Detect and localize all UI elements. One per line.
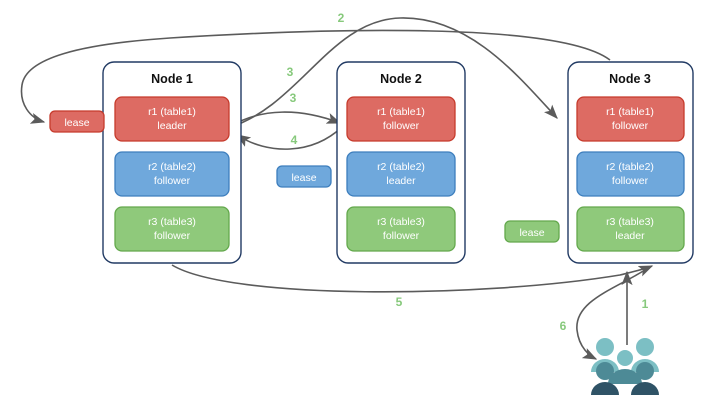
replica-rect[interactable]: [576, 206, 685, 252]
replica-role: follower: [612, 175, 649, 187]
edge-label-6: 6: [560, 319, 567, 333]
edge-6-node3-to-users: [576, 267, 649, 360]
replica-name: r1 (table1): [606, 106, 654, 118]
lease-label: lease: [291, 172, 316, 184]
replica-role: leader: [386, 175, 416, 187]
replica-rect[interactable]: [576, 151, 685, 197]
replica-name: r2 (table2): [377, 161, 425, 173]
edge-3a-node1r1-to-node3r1: [227, 17, 558, 129]
edge-label-4: 4: [291, 133, 298, 147]
replica-name: r1 (table1): [148, 106, 196, 118]
edge-label-2: 2: [338, 11, 345, 25]
replica-rect[interactable]: [346, 151, 456, 197]
lease-badge-red[interactable]: lease: [49, 110, 105, 133]
replica-n2r3[interactable]: r3 (table3) follower: [346, 206, 456, 252]
edge-4-node2r1-to-node1r1: [235, 126, 343, 150]
lease-label: lease: [519, 227, 544, 239]
users-group-icon: [591, 338, 659, 395]
lease-rect[interactable]: [504, 220, 560, 243]
replica-rect[interactable]: [114, 151, 230, 197]
replica-n2r2[interactable]: r2 (table2) leader: [346, 151, 456, 197]
edge-label-1: 1: [642, 297, 649, 311]
replica-role: follower: [154, 230, 191, 242]
edge-5-node1-to-node3: [171, 264, 654, 293]
replica-n2r1[interactable]: r1 (table1) follower: [346, 96, 456, 142]
edge-label-5: 5: [396, 295, 403, 309]
person-front-right: [631, 362, 659, 395]
edge-labels-layer: 2 3 3 4 5 1 6: [287, 11, 649, 333]
replica-name: r3 (table3): [148, 216, 196, 228]
node1-title: Node 1: [151, 72, 193, 86]
replica-n1r3[interactable]: r3 (table3) follower: [114, 206, 230, 252]
node-node2[interactable]: Node 2 r1 (table1) follower r2 (table2) …: [336, 61, 466, 264]
lease-rect[interactable]: [49, 110, 105, 133]
replica-role: follower: [383, 120, 420, 132]
replica-rect[interactable]: [346, 96, 456, 142]
replica-name: r3 (table3): [377, 216, 425, 228]
node-node3[interactable]: Node 3 r1 (table1) follower r2 (table2) …: [567, 61, 694, 264]
lease-rect[interactable]: [276, 165, 332, 188]
edge-2-node3-to-lease-red: [20, 29, 611, 124]
replica-rect[interactable]: [114, 96, 230, 142]
replica-role: follower: [612, 120, 649, 132]
person-center-light: [617, 350, 633, 366]
replica-name: r2 (table2): [148, 161, 196, 173]
replica-rect[interactable]: [114, 206, 230, 252]
replica-name: r1 (table1): [377, 106, 425, 118]
replica-rect[interactable]: [346, 206, 456, 252]
lease-label: lease: [64, 117, 89, 129]
replica-n3r2[interactable]: r2 (table2) follower: [576, 151, 685, 197]
replica-role: leader: [615, 230, 645, 242]
replica-role: follower: [154, 175, 191, 187]
node-node1[interactable]: Node 1 r1 (table1) leader r2 (table2) fo…: [102, 61, 242, 264]
replica-n1r1[interactable]: r1 (table1) leader: [114, 96, 230, 142]
replica-rect[interactable]: [576, 96, 685, 142]
edge-3b-node1r1-to-node2r1: [230, 111, 342, 127]
edge-label-3a: 3: [287, 65, 294, 79]
person-center-dark: [608, 369, 642, 384]
replica-n3r1[interactable]: r1 (table1) follower: [576, 96, 685, 142]
replica-role: follower: [383, 230, 420, 242]
replica-n1r2[interactable]: r2 (table2) follower: [114, 151, 230, 197]
person-front-left: [591, 362, 619, 395]
node3-title: Node 3: [609, 72, 651, 86]
replica-n3r3[interactable]: r3 (table3) leader: [576, 206, 685, 252]
edge-label-3b: 3: [290, 91, 297, 105]
lease-badge-blue[interactable]: lease: [276, 165, 332, 188]
node2-title: Node 2: [380, 72, 422, 86]
replica-role: leader: [157, 120, 187, 132]
lease-badge-green[interactable]: lease: [504, 220, 560, 243]
replica-name: r2 (table2): [606, 161, 654, 173]
replica-name: r3 (table3): [606, 216, 654, 228]
